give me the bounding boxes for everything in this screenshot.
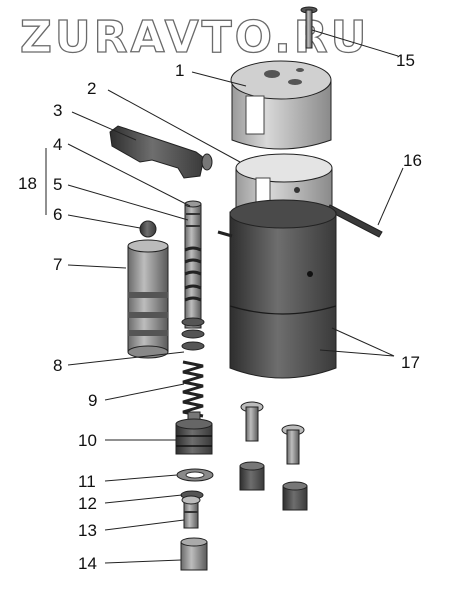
part-17-housing: [217, 199, 337, 379]
spare-valve-right: [281, 424, 305, 465]
callout-numbers: 1 2 3 4 5 6 7 8 9 10 11 12 13 14 15 16 1…: [18, 51, 422, 573]
part-4-5-plunger-rod: [181, 200, 205, 351]
leader-lines: [45, 29, 404, 564]
callout-10: 10: [78, 431, 97, 450]
callout-9: 9: [88, 391, 97, 410]
callout-11: 11: [78, 472, 96, 491]
part-14-cap: [180, 537, 208, 571]
part-7-sleeve: [127, 239, 169, 359]
spare-valve-left: [240, 401, 264, 442]
watermark-text: ZURAVTO.RU: [20, 12, 369, 63]
part-1-upper-cylinder: [230, 60, 332, 150]
callout-12: 12: [78, 494, 97, 513]
spare-cap-left: [239, 461, 265, 491]
part-10-valve-body: [175, 411, 213, 455]
callout-2: 2: [87, 79, 96, 98]
part-13-small-valve: [181, 495, 201, 529]
callout-1: 1: [175, 61, 184, 80]
part-6-ball: [139, 220, 157, 238]
callout-4: 4: [53, 135, 62, 154]
callout-7: 7: [53, 255, 62, 274]
callout-16: 16: [403, 151, 422, 170]
part-15-screw: [300, 6, 318, 49]
spare-cap-right: [282, 481, 308, 511]
callout-18: 18: [18, 174, 37, 193]
callout-3: 3: [53, 101, 62, 120]
callout-14: 14: [78, 554, 97, 573]
callout-17: 17: [401, 353, 420, 372]
callout-15: 15: [396, 51, 415, 70]
callout-5: 5: [53, 175, 62, 194]
callout-13: 13: [78, 521, 97, 540]
part-9-spring: [182, 360, 204, 418]
callout-6: 6: [53, 205, 62, 224]
callout-8: 8: [53, 356, 62, 375]
part-11-washer: [176, 468, 214, 482]
part-3-lever: [109, 125, 213, 179]
